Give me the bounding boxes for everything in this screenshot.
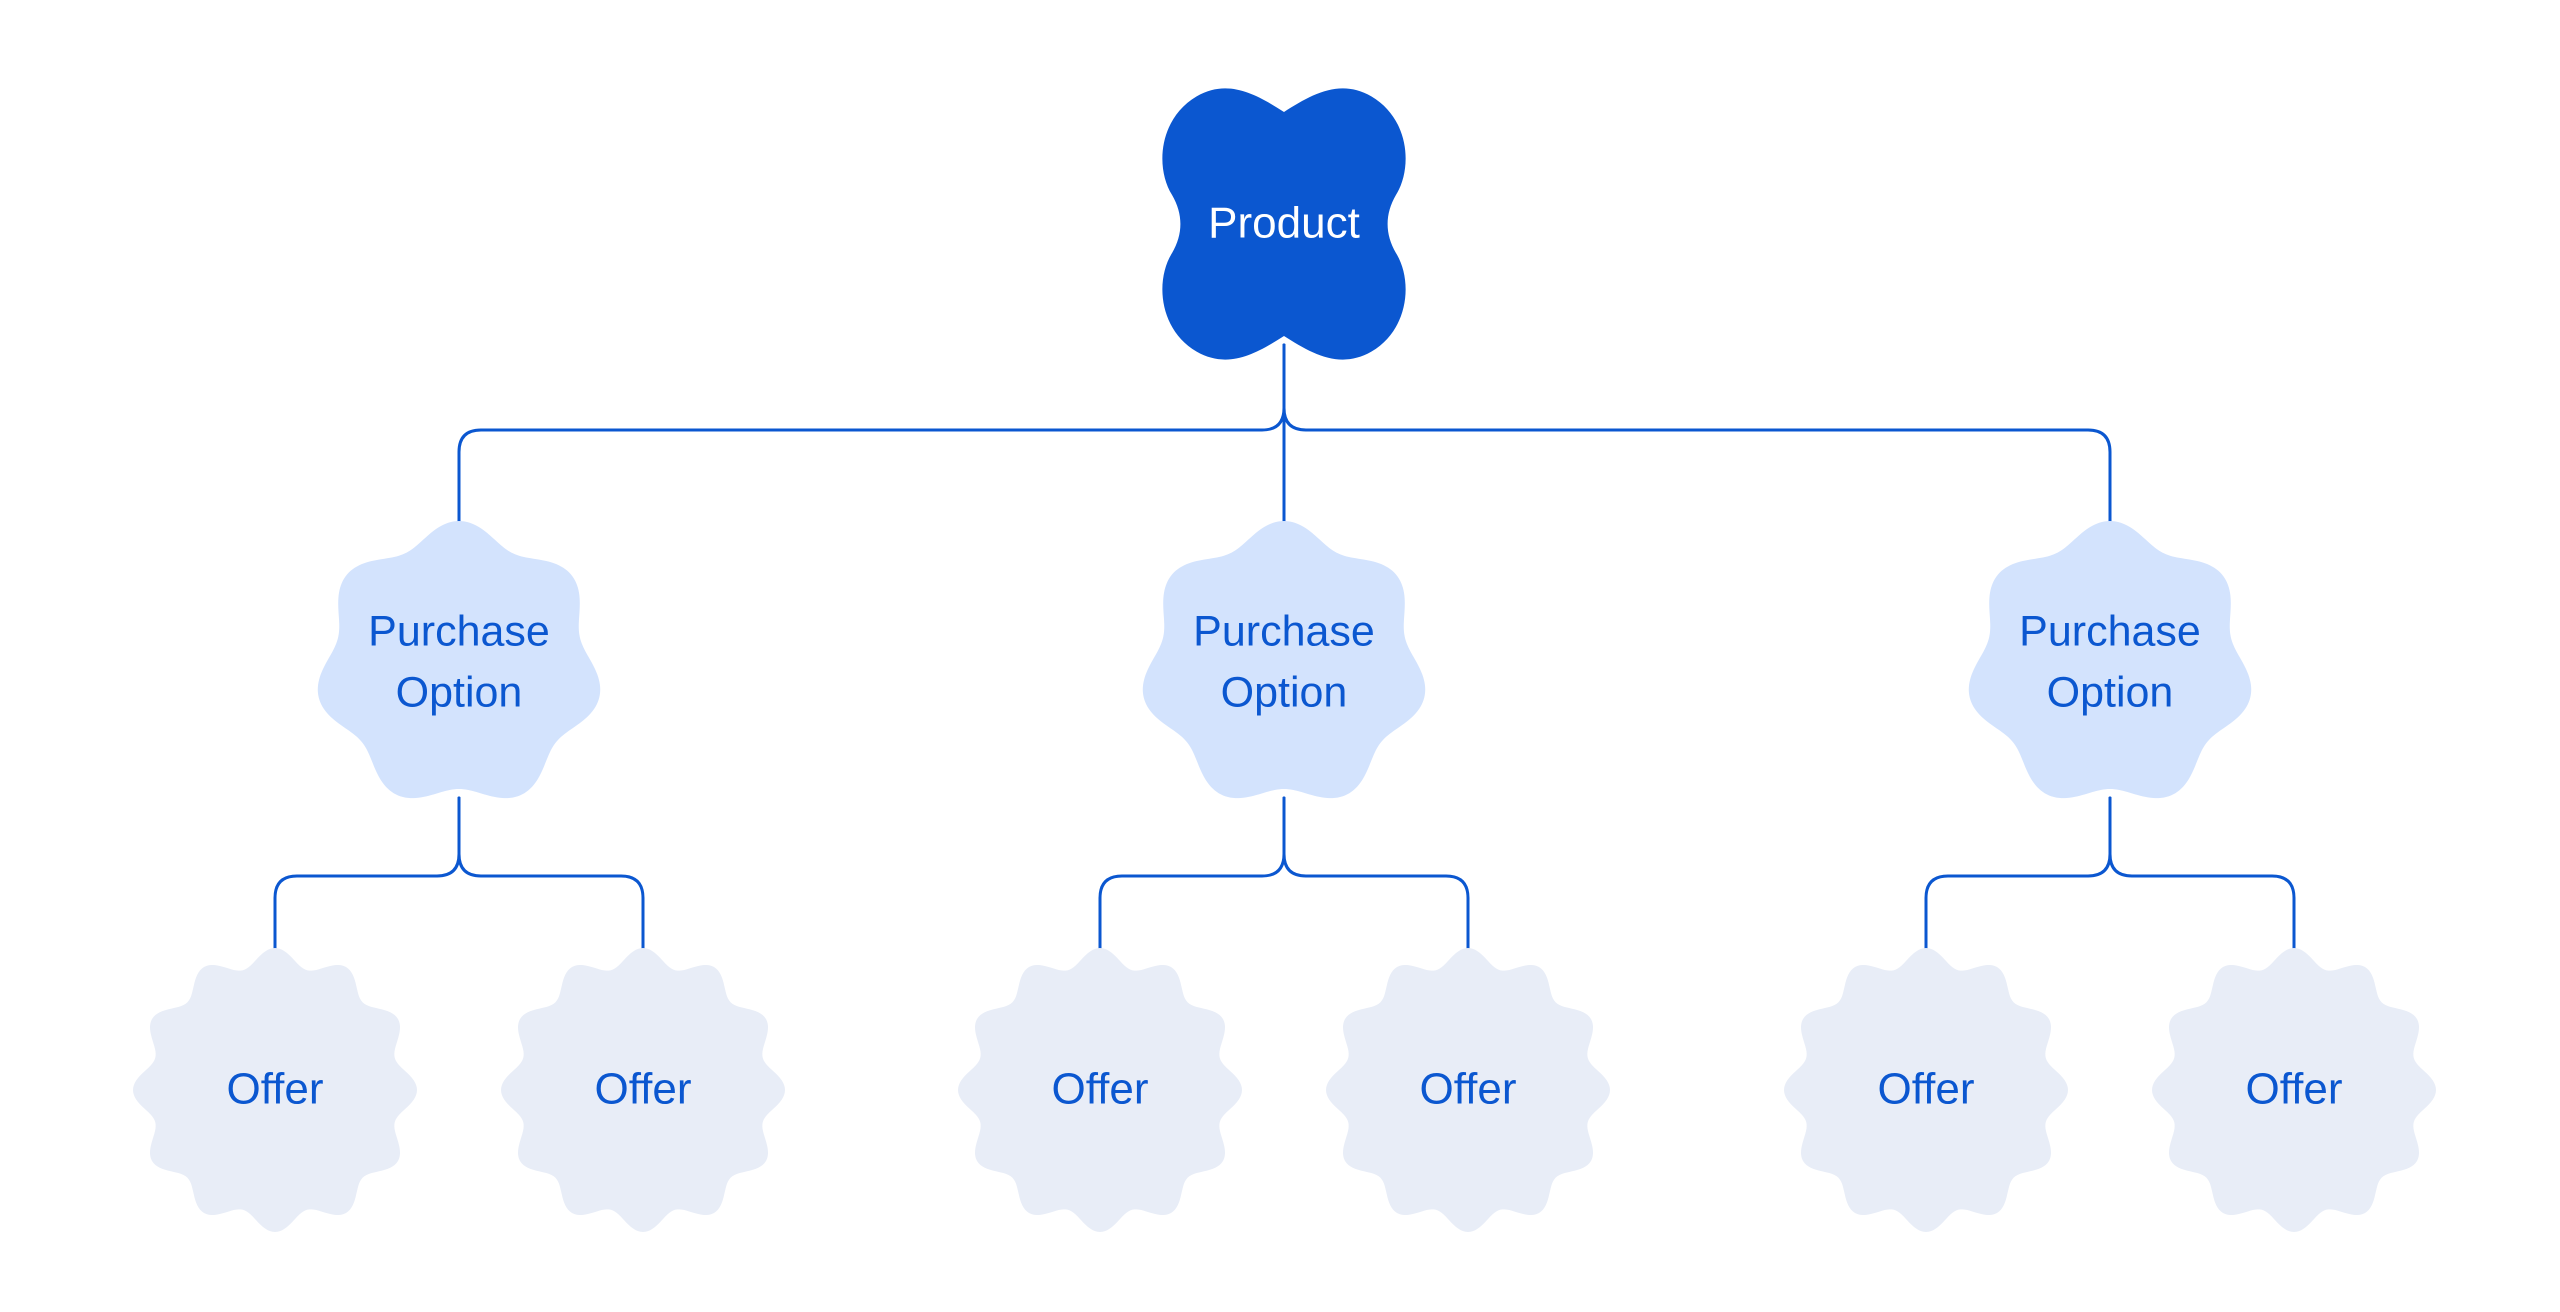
purchase-option-shape-2 [1142,521,1426,799]
offer-shape-1-1 [133,948,417,1232]
connector-lines [273,343,2296,954]
offer-shape-3-1 [1784,948,2068,1232]
purchase-option-label-line2-1: Option [396,668,523,716]
purchase-option-label-line1-3: Purchase [2019,607,2201,655]
offer-shape-1-2 [501,948,785,1232]
offer-shape-2-1 [958,948,1242,1232]
connector-option-2-to-offer-2 [1282,796,1470,954]
offer-label-3-2: Offer [2245,1065,2342,1114]
product-node[interactable]: Product [1162,88,1406,360]
offer-label-3-1: Offer [1877,1065,1974,1114]
offer-label-1-2: Offer [594,1065,691,1114]
offer-node-3-2[interactable]: Offer [2152,948,2436,1232]
offer-node-2-1[interactable]: Offer [958,948,1242,1232]
offer-shape-2-2 [1326,948,1610,1232]
connector-option-3-to-offer-2 [2108,796,2296,954]
offer-node-2-2[interactable]: Offer [1326,948,1610,1232]
offer-label-1-1: Offer [226,1065,323,1114]
connector-product-to-option-1 [457,343,1286,524]
purchase-option-label-line2-2: Option [1221,668,1348,716]
purchase-option-label-line2-3: Option [2047,668,2174,716]
product-node-shape [1162,88,1406,360]
offer-label-2-2: Offer [1419,1065,1516,1114]
offer-shape-3-2 [2152,948,2436,1232]
product-node-label: Product [1208,199,1360,248]
connector-option-1-to-offer-2 [457,796,645,954]
connector-option-1-to-offer-1 [273,796,461,954]
offer-label-2-1: Offer [1051,1065,1148,1114]
offer-node-1-1[interactable]: Offer [133,948,417,1232]
connector-option-2-to-offer-1 [1098,796,1286,954]
offer-node-1-2[interactable]: Offer [501,948,785,1232]
offer-node-3-1[interactable]: Offer [1784,948,2068,1232]
purchase-option-shape-3 [1968,521,2252,799]
purchase-option-label-line1-1: Purchase [368,607,550,655]
connector-product-to-option-3 [1282,343,2112,524]
connector-option-3-to-offer-1 [1924,796,2112,954]
purchase-option-label-line1-2: Purchase [1193,607,1375,655]
purchase-option-shape-1 [317,521,601,799]
